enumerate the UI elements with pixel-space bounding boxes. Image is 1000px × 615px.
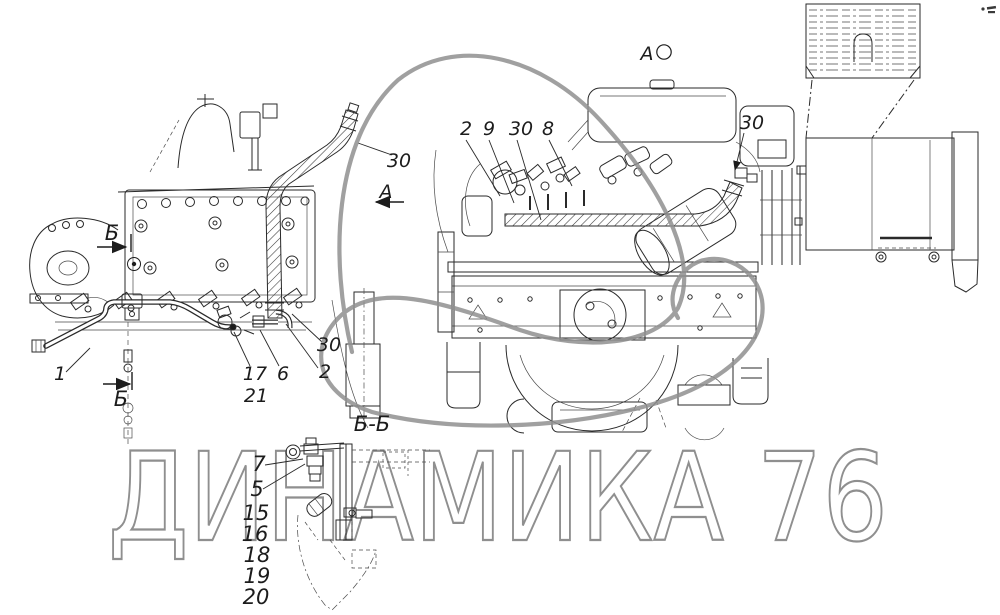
callout-5: 5 bbox=[250, 477, 263, 501]
left-hatched-hose bbox=[265, 102, 360, 319]
hose-stub bbox=[306, 493, 333, 517]
funnel-lines bbox=[805, 79, 915, 139]
view-a-arrow-label: А bbox=[378, 181, 393, 203]
section-view-title: Б-Б bbox=[354, 412, 390, 436]
callout-2-top: 2 bbox=[460, 118, 472, 140]
right-engine-view bbox=[331, 79, 802, 441]
section-cut-bottom-label: Б bbox=[114, 387, 128, 411]
dynamika-swirl-logo bbox=[319, 53, 765, 428]
external-heater-unit bbox=[794, 3, 979, 293]
leader-lines bbox=[65, 132, 745, 490]
view-arrows bbox=[97, 195, 404, 391]
pump-fittings bbox=[216, 305, 255, 337]
fuel-rail bbox=[29, 293, 89, 304]
callout-1: 1 bbox=[54, 363, 66, 385]
callout-30-right: 30 bbox=[740, 112, 764, 134]
cylinder-block-panel bbox=[124, 189, 316, 303]
left-engine-top-cover bbox=[177, 103, 235, 169]
corner-mark bbox=[981, 5, 997, 14]
section-cut-top-label: Б bbox=[105, 221, 119, 245]
view-a-title: А bbox=[639, 43, 654, 65]
callout-6: 6 bbox=[277, 363, 289, 385]
callout-8-top: 8 bbox=[542, 118, 554, 140]
callout-18: 18 bbox=[244, 543, 271, 567]
grille-arch bbox=[853, 33, 873, 62]
exhaust-bend bbox=[506, 398, 525, 434]
callout-16: 16 bbox=[242, 522, 269, 546]
callout-30-bottom: 30 bbox=[317, 334, 341, 356]
right-hatched-duct bbox=[504, 167, 758, 227]
watermark-text: ДИНАМИКА 76 bbox=[108, 427, 888, 569]
union-nut bbox=[252, 315, 265, 328]
grille-box bbox=[805, 3, 921, 79]
hose-clamp-top bbox=[339, 115, 359, 132]
callout-7: 7 bbox=[252, 452, 266, 476]
flywheel-arc bbox=[505, 344, 679, 432]
hose-clamp-bottom bbox=[265, 302, 284, 311]
support-legs bbox=[446, 342, 769, 409]
view-a-circle-icon bbox=[656, 44, 672, 60]
pipe-end-nut bbox=[31, 339, 46, 353]
valve-cover bbox=[587, 87, 737, 143]
cabinet-box bbox=[805, 137, 955, 251]
callout-15: 15 bbox=[243, 501, 270, 525]
shroud-outline bbox=[297, 514, 377, 611]
callout-2-bottom: 2 bbox=[319, 361, 331, 383]
duct-clamp bbox=[721, 179, 745, 197]
callout-17: 17 bbox=[243, 363, 267, 385]
front-cover bbox=[29, 217, 119, 319]
block-bolts bbox=[134, 196, 310, 275]
callout-30-top: 30 bbox=[509, 118, 533, 140]
eyelet-ring bbox=[285, 444, 301, 460]
callout-20: 20 bbox=[243, 585, 270, 609]
engine-radiator bbox=[757, 139, 802, 265]
callout-21: 21 bbox=[244, 385, 268, 407]
chassis-frame bbox=[437, 231, 759, 342]
callout-30-left-hose: 30 bbox=[387, 150, 411, 172]
section-view-b-b bbox=[285, 437, 430, 611]
left-engine-view bbox=[29, 94, 316, 331]
cabinet-foot bbox=[951, 259, 979, 293]
callout-19: 19 bbox=[244, 564, 271, 588]
callout-9-top: 9 bbox=[483, 118, 495, 140]
